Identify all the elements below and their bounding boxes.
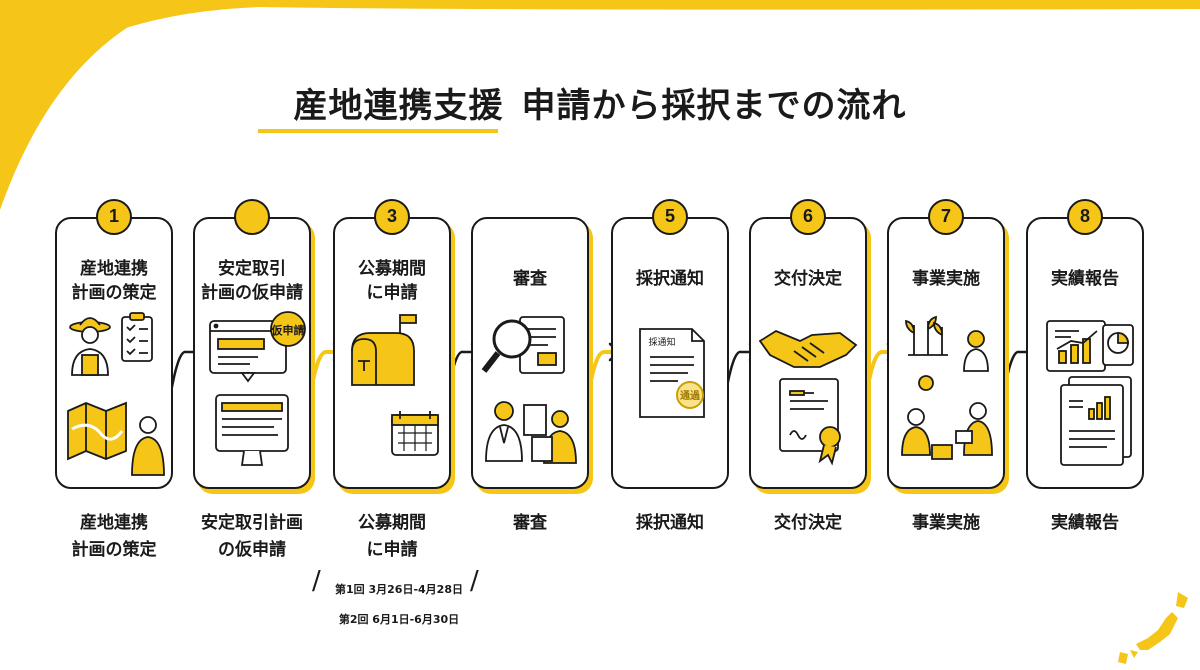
step-card-7: 事業実施 (887, 217, 1005, 489)
title-part-flow: 申請から採択までの流れ (521, 86, 907, 126)
step-number-badge-8: 8 (1067, 199, 1103, 235)
step-card-8: 実績報告 (1026, 217, 1144, 489)
step-5-illustration: 採通知 通過 (639, 328, 705, 418)
pie-chart-icon (1102, 324, 1134, 366)
step-card-label: 交付決定 (774, 269, 842, 289)
step-card-2: 安定取引 計画の仮申請 仮申請 (193, 217, 311, 489)
step-card-label: 産地連携 計画の策定 (71, 259, 157, 303)
crops-icon (905, 315, 989, 372)
bar-chart-report-icon (1046, 320, 1106, 372)
step-6-illustration (758, 329, 858, 466)
page-title: 産地連携支援申請から採択までの流れ (0, 78, 1200, 127)
reviewers-icon (485, 401, 577, 464)
step-number-badge-1: 1 (96, 199, 132, 235)
step-card-6: 交付決定 (749, 217, 867, 489)
japan-map-icon (1118, 592, 1188, 664)
schedule-round-1: 第1回 3月26日-4月28日 (335, 583, 463, 596)
step-bottom-label-1: 産地連携 計画の策定 (71, 513, 157, 560)
step-card-5: 採択通知 採通知 通過 (611, 217, 729, 489)
step-8-illustration (1046, 320, 1134, 466)
step-card-1: 産地連携 計画の策定 (55, 217, 173, 489)
schedule-left-slash: / (312, 566, 321, 596)
step-bottom-label-4: 審査 (513, 513, 547, 533)
handshake-icon (758, 329, 858, 368)
farmer-clipboard-icon (69, 312, 153, 376)
step-card-label: 安定取引 計画の仮申請 (201, 259, 303, 303)
computer-monitor-icon (215, 394, 289, 466)
calendar-icon (391, 411, 439, 456)
step-bottom-label-7: 事業実施 (912, 513, 980, 533)
step-number-badge-3: 3 (374, 199, 410, 235)
step-4-illustration (481, 316, 577, 464)
step-card-label: 採択通知 (636, 269, 704, 289)
step-card-4: 審査 (471, 217, 589, 489)
provisional-application-badge-text: 仮申請 (271, 323, 305, 337)
magnifier-document-icon (481, 316, 565, 374)
field-map-icon (67, 401, 165, 476)
corner-accent-swoosh (0, 0, 185, 210)
approval-stamp-text: 通過 (680, 389, 701, 402)
title-underline (258, 129, 498, 133)
approval-stamp-icon: 通過 (676, 381, 704, 409)
notice-document-title: 採通知 (648, 336, 675, 348)
step-card-label: 審査 (513, 269, 547, 289)
report-document-icon (1060, 376, 1132, 466)
schedule-right-slash: / (470, 566, 479, 596)
step-card-3: 公募期間 に申請 (333, 217, 451, 489)
step-number-badge-7: 7 (928, 199, 964, 235)
title-part-program: 産地連携支援 (293, 86, 504, 126)
step-3-illustration (351, 314, 439, 456)
application-schedule: 第1回 3月26日-4月28日 第2回 6月1日-6月30日 (318, 567, 480, 642)
step-2-illustration: 仮申請 (209, 311, 306, 466)
farm-workers-icon (901, 375, 993, 460)
mailbox-icon (351, 314, 417, 386)
step-bottom-label-8: 実績報告 (1051, 513, 1119, 533)
top-accent-stripe (40, 0, 1200, 70)
step-number-badge-2 (234, 199, 270, 235)
step-bottom-label-2: 安定取引計画 の仮申請 (201, 513, 303, 560)
step-card-label: 事業実施 (912, 269, 980, 289)
step-7-illustration (901, 315, 993, 460)
step-number-badge-6: 6 (790, 199, 826, 235)
step-card-label: 実績報告 (1051, 269, 1119, 289)
step-1-illustration (67, 312, 165, 476)
certificate-icon (779, 378, 841, 466)
step-number-badge-5: 5 (652, 199, 688, 235)
step-card-label: 公募期間 に申請 (358, 259, 426, 303)
step-bottom-label-6: 交付決定 (774, 513, 842, 533)
step-bottom-label-3: 公募期間 に申請 (358, 513, 426, 560)
step-bottom-label-5: 採択通知 (636, 513, 704, 533)
schedule-round-2: 第2回 6月1日-6月30日 (338, 613, 460, 626)
web-form-icon: 仮申請 (209, 311, 306, 383)
